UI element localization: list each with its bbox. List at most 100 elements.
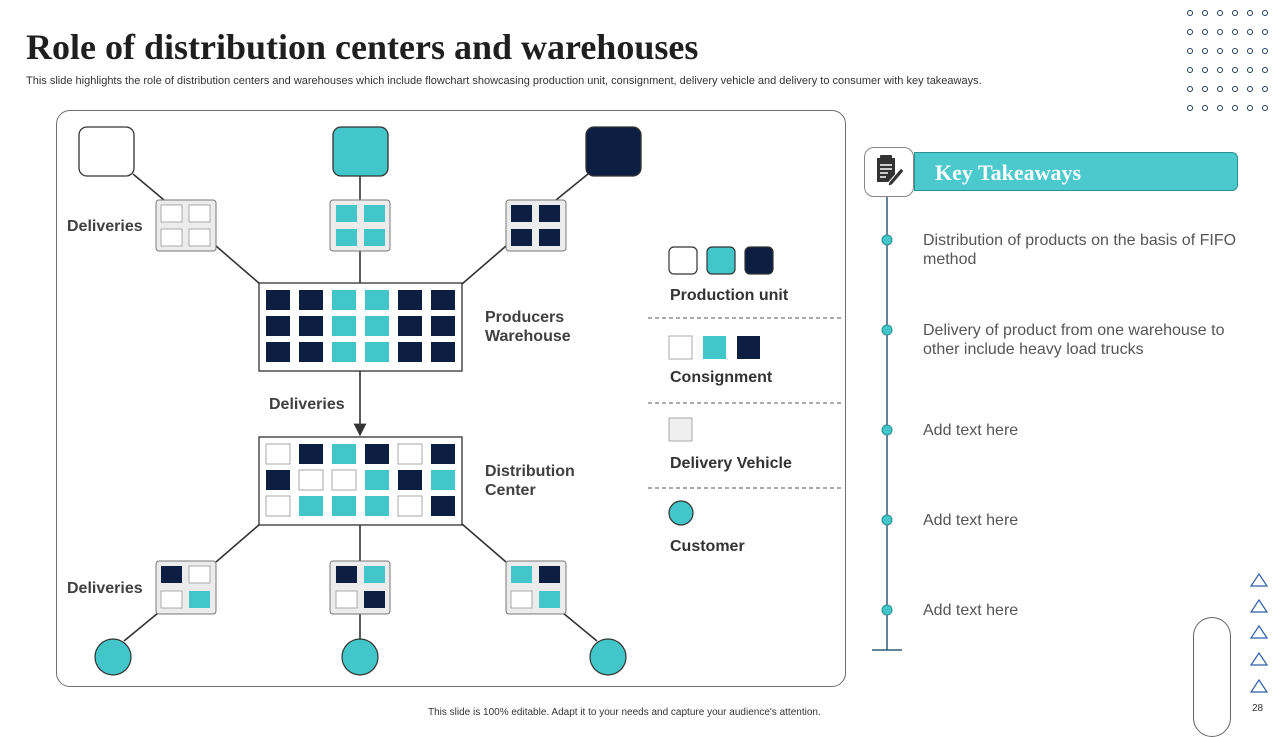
legend-customer xyxy=(668,500,694,526)
distribution-center xyxy=(258,436,463,526)
decorative-dot xyxy=(1262,105,1268,111)
distribution-cell xyxy=(265,495,291,517)
warehouse-cell xyxy=(266,290,290,310)
decorative-dot xyxy=(1232,67,1238,73)
decorative-dot xyxy=(1232,105,1238,111)
production-unit-teal xyxy=(332,126,389,177)
label-deliveries-top: Deliveries xyxy=(67,218,143,235)
distribution-cell xyxy=(299,496,323,516)
customer-left xyxy=(94,638,132,676)
decorative-dot xyxy=(1247,10,1253,16)
decorative-dot xyxy=(1232,48,1238,54)
warehouse-cell xyxy=(266,342,290,362)
decorative-dot xyxy=(1247,67,1253,73)
decorative-dot xyxy=(1217,67,1223,73)
distribution-cell xyxy=(431,496,455,516)
warehouse-cell xyxy=(266,316,290,336)
label-deliveries-bottom: Deliveries xyxy=(67,580,143,597)
warehouse-cell xyxy=(398,290,422,310)
warehouse-cell xyxy=(299,316,323,336)
decorative-dot xyxy=(1232,29,1238,35)
distribution-cell xyxy=(331,469,357,491)
takeaway-item: Add text here xyxy=(923,422,1019,439)
legend-consignment-navy xyxy=(737,336,760,359)
decorative-dot xyxy=(1262,86,1268,92)
legend-consignment-white xyxy=(668,335,693,360)
distribution-cell xyxy=(265,443,291,465)
nav-triangles[interactable] xyxy=(1249,572,1269,693)
legend-label-delivery-vehicle: Delivery Vehicle xyxy=(670,455,792,472)
decorative-dot xyxy=(1202,29,1208,35)
distribution-cell xyxy=(431,470,455,490)
decorative-dot xyxy=(1202,86,1208,92)
nav-triangle-icon xyxy=(1249,651,1269,666)
decorative-dot-grid xyxy=(1187,10,1277,118)
label-distribution-line1: Distribution xyxy=(485,463,575,480)
decorative-dot xyxy=(1187,105,1193,111)
key-takeaways-title: Key Takeaways xyxy=(935,160,1082,185)
timeline-dot xyxy=(881,424,893,436)
diagram-panel xyxy=(56,110,846,687)
decorative-dot xyxy=(1202,10,1208,16)
legend-consignment-teal xyxy=(703,336,726,359)
decorative-dot xyxy=(1217,105,1223,111)
decorative-dot xyxy=(1247,48,1253,54)
customer-right xyxy=(589,638,627,676)
notepad-pen-icon xyxy=(864,147,914,197)
page-subtitle: This slide highlights the role of distri… xyxy=(26,75,982,87)
timeline-dot xyxy=(881,324,893,336)
nav-triangle-icon xyxy=(1249,598,1269,613)
warehouse-cell xyxy=(398,316,422,336)
legend-label-consignment: Consignment xyxy=(670,369,773,386)
legend-production-teal xyxy=(706,246,736,275)
label-producers-warehouse: Producers Warehouse xyxy=(485,308,571,346)
warehouse-cell xyxy=(332,290,356,310)
nav-triangle-icon xyxy=(1249,572,1269,587)
distribution-cell xyxy=(365,496,389,516)
warehouse-cell xyxy=(431,342,455,362)
page-number: 28 xyxy=(1252,703,1264,714)
decorative-dot xyxy=(1217,29,1223,35)
warehouse-cell xyxy=(332,316,356,336)
distribution-cell xyxy=(332,496,356,516)
consignment-top-navy xyxy=(505,199,567,252)
decorative-dot xyxy=(1187,10,1193,16)
timeline-dot xyxy=(881,234,893,246)
consignment-top-white xyxy=(155,199,217,252)
takeaway-item: Add text here xyxy=(923,512,1019,529)
nav-triangle-icon xyxy=(1249,678,1269,693)
decorative-dot xyxy=(1262,29,1268,35)
producers-warehouse xyxy=(258,282,463,372)
takeaway-item: Distribution of products on the basis of… xyxy=(923,232,1237,268)
key-takeaways-header xyxy=(914,152,1238,191)
label-distribution-line2: Center xyxy=(485,482,536,499)
legend-production-navy xyxy=(744,246,774,275)
warehouse-cell xyxy=(431,316,455,336)
scroll-pill[interactable] xyxy=(1193,617,1231,737)
decorative-dot xyxy=(1262,48,1268,54)
consignment-bottom-right xyxy=(505,560,567,615)
label-producers-line1: Producers xyxy=(485,309,565,326)
connector-lines xyxy=(123,173,598,642)
decorative-dot xyxy=(1262,10,1268,16)
production-unit-navy xyxy=(585,126,642,177)
decorative-dot xyxy=(1187,67,1193,73)
legend-label-customer: Customer xyxy=(670,538,745,555)
page-title: Role of distribution centers and warehou… xyxy=(26,27,699,67)
decorative-dot xyxy=(1187,48,1193,54)
warehouse-cell xyxy=(299,342,323,362)
decorative-dot xyxy=(1187,29,1193,35)
distribution-cell xyxy=(365,470,389,490)
decorative-dot xyxy=(1217,86,1223,92)
warehouse-cell xyxy=(398,342,422,362)
warehouse-cell xyxy=(431,290,455,310)
decorative-dot xyxy=(1247,86,1253,92)
distribution-cell xyxy=(365,444,389,464)
distribution-cell xyxy=(397,443,423,465)
consignment-bottom-center xyxy=(329,560,391,615)
warehouse-cell xyxy=(365,290,389,310)
decorative-dot xyxy=(1217,10,1223,16)
legend-label-production-unit: Production unit xyxy=(670,287,789,304)
distribution-cell xyxy=(266,470,290,490)
distribution-cell xyxy=(298,469,324,491)
